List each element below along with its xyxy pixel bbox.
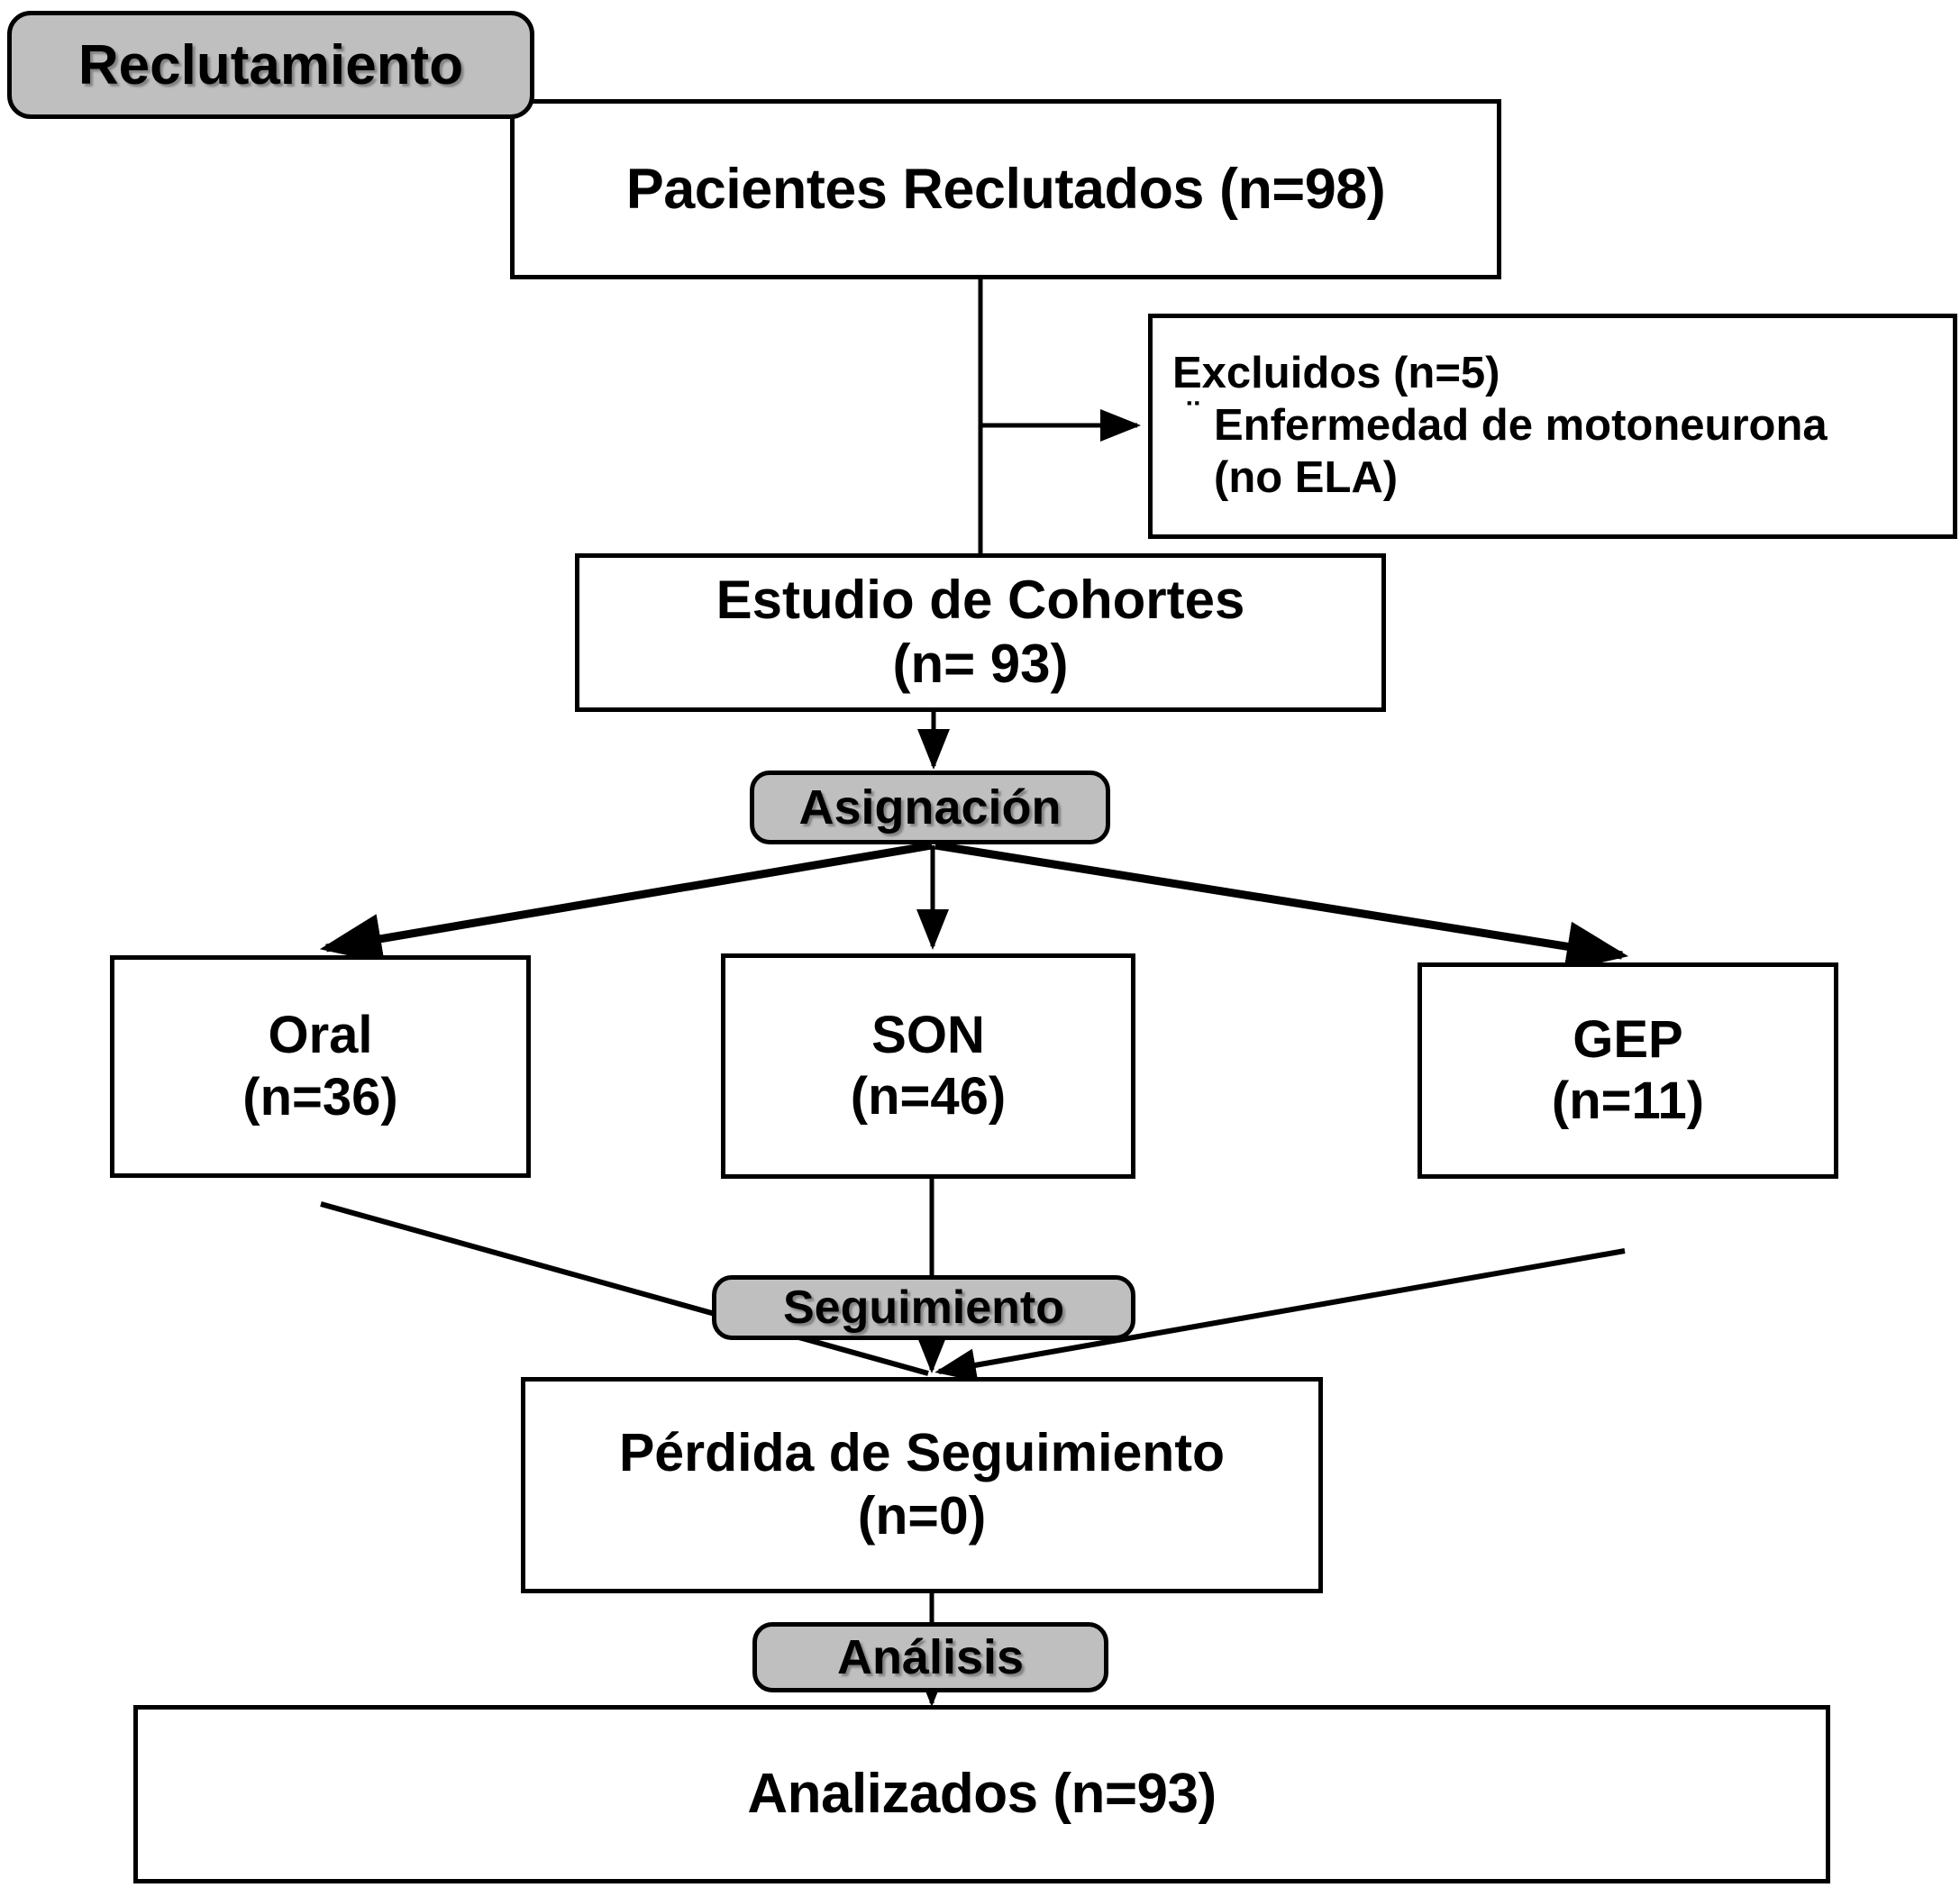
node-patients-recruited: Pacientes Reclutados (n=98): [510, 99, 1501, 279]
node-patients-recruited-label: Pacientes Reclutados (n=98): [625, 157, 1386, 221]
node-analyzed-label: Analizados (n=93): [747, 1763, 1217, 1826]
node-cohort-study-line2: (n= 93): [892, 634, 1069, 694]
connector-allocation-to-gep: [934, 841, 1629, 971]
node-arm-son-line1: SON: [871, 1005, 985, 1064]
node-lost-to-followup: Pérdida de Seguimiento (n=0): [521, 1377, 1323, 1593]
node-excluded-reason-row: ¨ Enfermedad de motoneurona (no ELA): [1172, 395, 1828, 505]
stage-label-allocation: Asignación: [750, 771, 1110, 844]
node-arm-gep-line1: GEP: [1573, 1009, 1683, 1069]
stage-label-recruitment-text: Reclutamiento: [77, 33, 464, 96]
node-lost-to-followup-line1: Pérdida de Seguimiento: [618, 1423, 1226, 1483]
node-excluded-reason-line1: Enfermedad de motoneurona: [1214, 401, 1828, 451]
node-arm-son: SON (n=46): [721, 953, 1135, 1179]
node-arm-oral-line1: Oral: [268, 1006, 373, 1065]
stage-label-allocation-text: Asignación: [798, 780, 1062, 834]
stage-label-analysis: Análisis: [752, 1622, 1108, 1692]
node-excluded: Excluidos (n=5) ¨ Enfermedad de motoneur…: [1148, 314, 1957, 539]
node-excluded-heading: Excluidos (n=5): [1172, 349, 1500, 398]
stage-label-analysis-text: Análisis: [836, 1630, 1025, 1684]
node-lost-to-followup-line2: (n=0): [857, 1486, 987, 1546]
stage-label-recruitment: Reclutamiento: [7, 11, 534, 119]
node-analyzed: Analizados (n=93): [133, 1705, 1830, 1883]
stage-label-followup: Seguimiento: [712, 1275, 1135, 1340]
node-cohort-study-line1: Estudio de Cohortes: [716, 570, 1245, 631]
connector-allocation-to-oral: [319, 841, 933, 964]
bullet-icon: ¨: [1187, 395, 1199, 435]
node-arm-gep-line2: (n=11): [1551, 1072, 1705, 1130]
node-excluded-reason: Enfermedad de motoneurona (no ELA): [1214, 400, 1828, 505]
node-arm-oral-line2: (n=36): [242, 1067, 398, 1126]
node-arm-son-line2: (n=46): [850, 1067, 1007, 1126]
node-excluded-reason-line2: (no ELA): [1214, 452, 1399, 502]
node-cohort-study: Estudio de Cohortes (n= 93): [575, 553, 1386, 712]
node-arm-oral: Oral (n=36): [110, 955, 531, 1178]
stage-label-followup-text: Seguimiento: [782, 1281, 1065, 1334]
node-arm-gep: GEP (n=11): [1418, 962, 1838, 1179]
